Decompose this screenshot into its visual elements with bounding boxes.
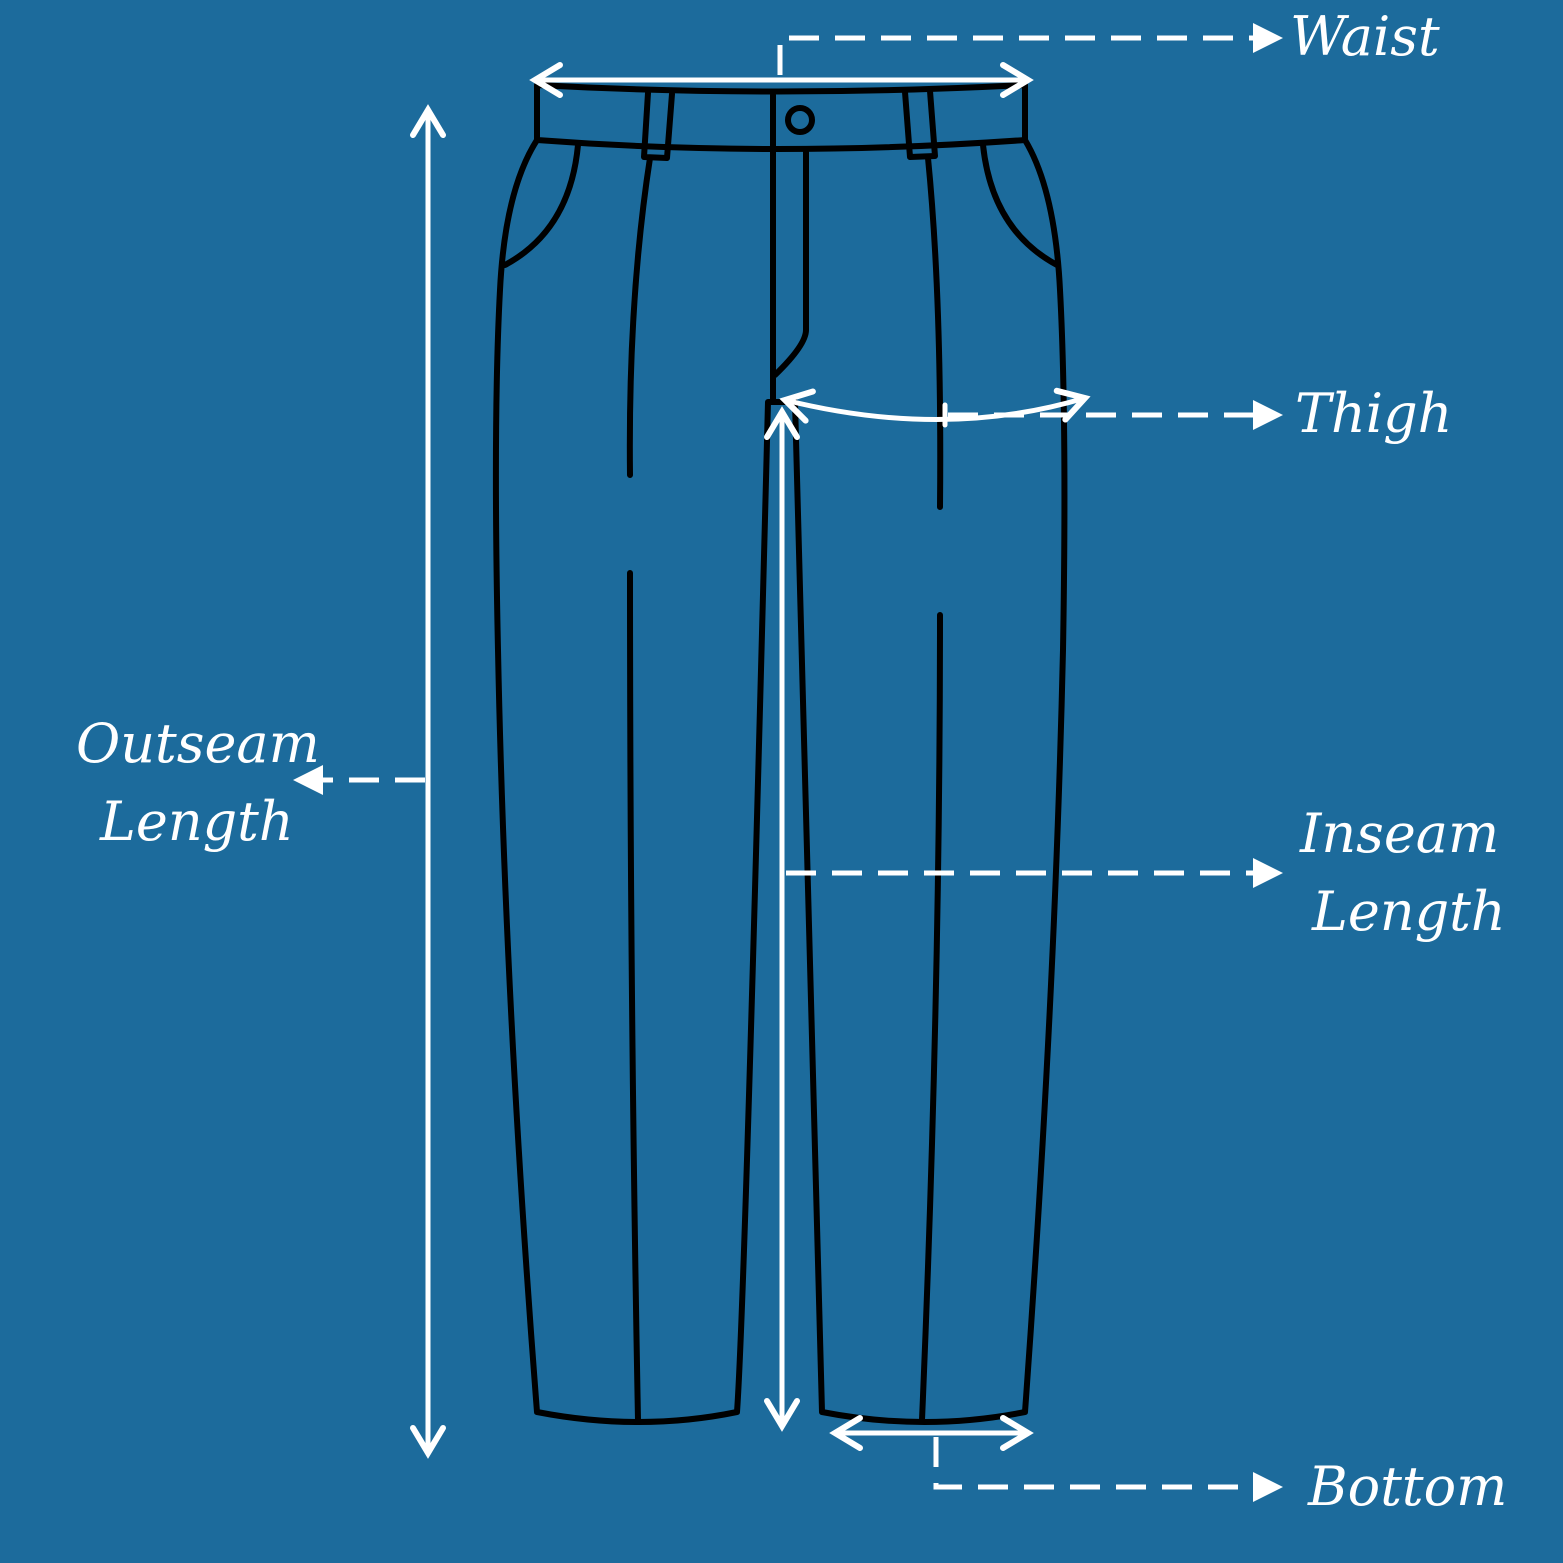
inseam-label-line1: Inseam — [1299, 802, 1499, 865]
waist-label: Waist — [1290, 5, 1440, 68]
inseam-measure — [764, 406, 1283, 1432]
waistband — [534, 82, 1028, 152]
crease-left — [626, 155, 653, 1423]
pocket-right — [980, 142, 1060, 268]
bottom-measure — [829, 1415, 1283, 1502]
outseam-measure — [293, 104, 446, 1459]
pocket-left — [502, 142, 581, 268]
outseam-label-line1: Outseam — [76, 712, 320, 775]
waist-measure — [529, 23, 1283, 98]
bottom-label: Bottom — [1307, 1455, 1507, 1518]
crease-right — [919, 155, 944, 1423]
inseam-label-line2: Length — [1311, 880, 1506, 943]
outseam-label-line2: Length — [99, 790, 294, 853]
thigh-measure — [779, 387, 1283, 430]
thigh-label: Thigh — [1295, 382, 1452, 445]
fly — [770, 92, 809, 403]
belt-loop-left — [641, 90, 675, 161]
belt-loop-right — [902, 88, 938, 160]
button-icon — [785, 105, 815, 135]
